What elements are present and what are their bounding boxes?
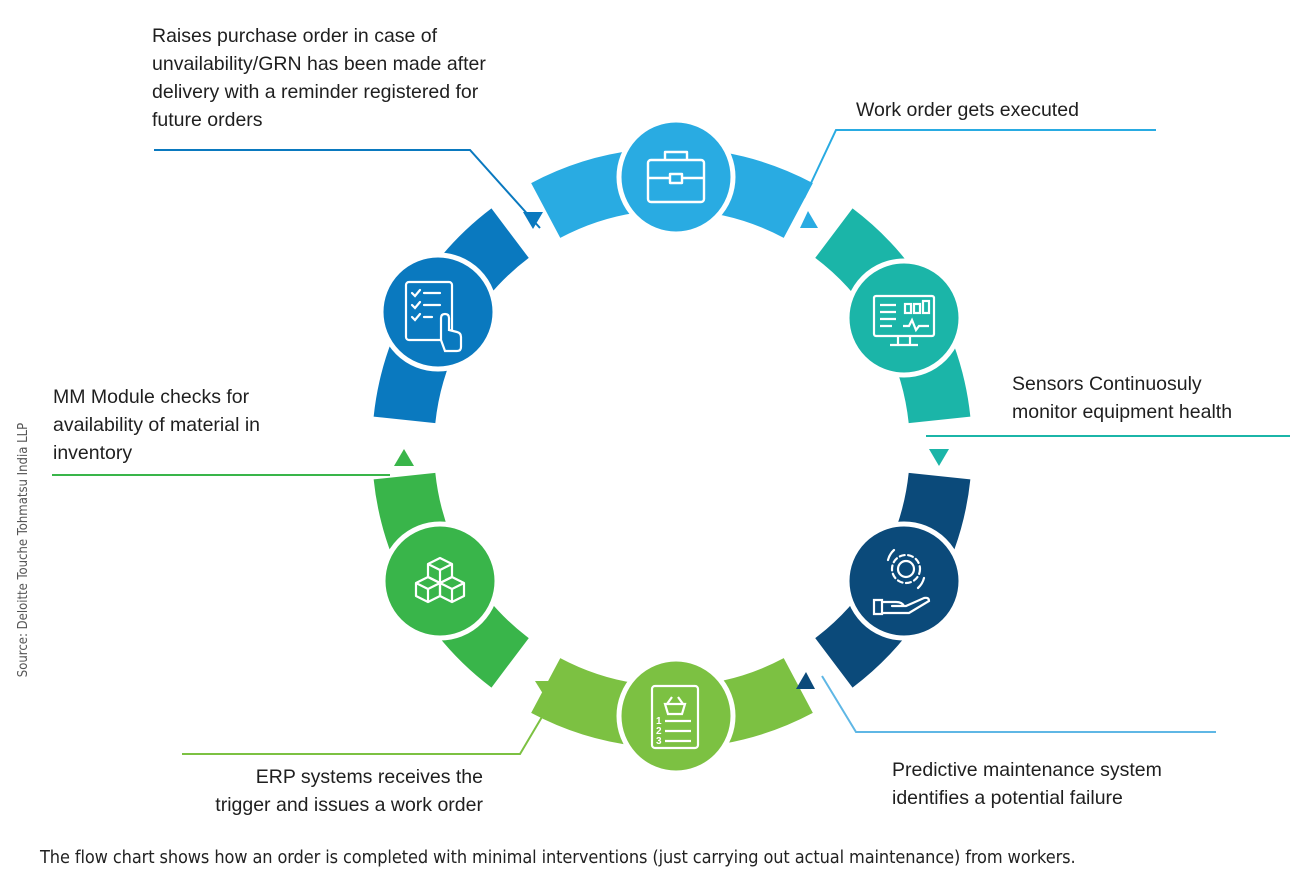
label-line: inventory <box>53 442 133 464</box>
label-predictive-maintenance: Predictive maintenance system identifies… <box>892 756 1162 812</box>
label-line: Sensors Continuosuly <box>1012 373 1202 395</box>
label-work-order-executed: Work order gets executed <box>856 96 1079 124</box>
figure-caption: The flow chart shows how an order is com… <box>40 847 1076 868</box>
briefcase-node <box>616 117 736 237</box>
label-mm-module: MM Module checks for availability of mat… <box>53 383 260 467</box>
label-line: identifies a potential failure <box>892 787 1123 809</box>
label-line: future orders <box>152 109 263 131</box>
flow-arrows <box>394 211 949 697</box>
boxes-icon <box>414 556 466 604</box>
label-erp-trigger: ERP systems receives the trigger and iss… <box>215 763 483 819</box>
arrow-mm-module <box>394 449 414 466</box>
monitor-node <box>844 258 964 378</box>
briefcase-icon <box>646 150 706 204</box>
checklist-node <box>378 252 498 372</box>
label-sensors-monitor: Sensors Continuosuly monitor equipment h… <box>1012 370 1232 426</box>
arrow-erp <box>535 681 554 697</box>
svg-text:2: 2 <box>656 726 662 737</box>
leader-line-work-order <box>803 129 1156 199</box>
leader-line-purchase-order <box>154 149 541 229</box>
monitor-dashboard-icon <box>872 294 936 347</box>
label-purchase-order: Raises purchase order in case of unvaila… <box>152 22 486 134</box>
arrow-purchase-order <box>523 212 543 229</box>
numbered-list-basket-icon: 1 2 3 <box>650 684 700 750</box>
arrow-sensors <box>929 449 949 466</box>
svg-text:1: 1 <box>656 716 662 727</box>
leader-line-erp <box>182 699 553 755</box>
label-line: unvailability/GRN has been made after <box>152 53 486 75</box>
label-line: availability of material in <box>53 414 261 436</box>
label-line: monitor equipment health <box>1012 401 1233 423</box>
boxes-node <box>380 521 500 641</box>
label-line: Predictive maintenance system <box>892 759 1162 781</box>
label-line: Raises purchase order in case of <box>152 25 438 47</box>
label-line: Work order gets executed <box>856 99 1079 121</box>
label-line: delivery with a reminder registered for <box>152 81 479 103</box>
svg-text:3: 3 <box>656 736 662 747</box>
arrow-predictive <box>796 672 815 689</box>
arrow-work-order <box>800 211 818 228</box>
gear-hand-icon <box>872 548 931 616</box>
checklist-hand-icon <box>404 280 463 353</box>
source-note: Source: Deloitte Touche Tohmatsu India L… <box>16 422 31 678</box>
gear-hand-node <box>844 521 964 641</box>
leader-line-predictive <box>821 675 1216 733</box>
label-line: MM Module checks for <box>53 386 250 408</box>
label-line: trigger and issues a work order <box>215 794 483 816</box>
label-line: ERP systems receives the <box>255 766 483 788</box>
list-basket-node: 1 2 3 <box>616 656 736 776</box>
leader-lines <box>52 129 1290 755</box>
